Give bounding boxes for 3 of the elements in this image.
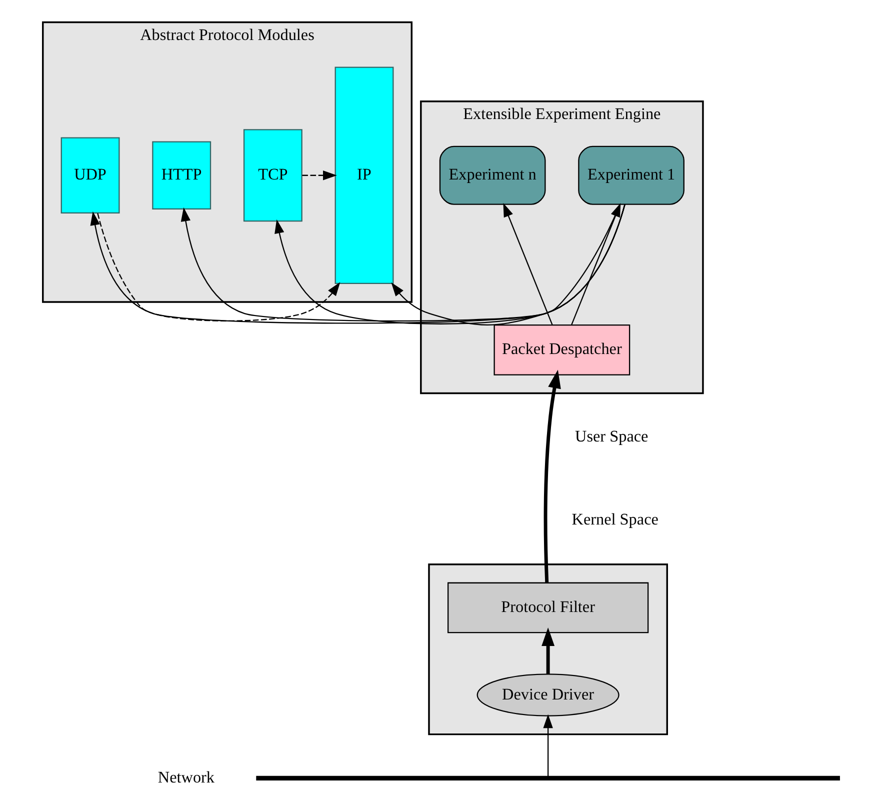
label: Kernel Space bbox=[572, 512, 658, 529]
label: User Space bbox=[575, 428, 648, 446]
node-label: Network bbox=[158, 770, 215, 787]
